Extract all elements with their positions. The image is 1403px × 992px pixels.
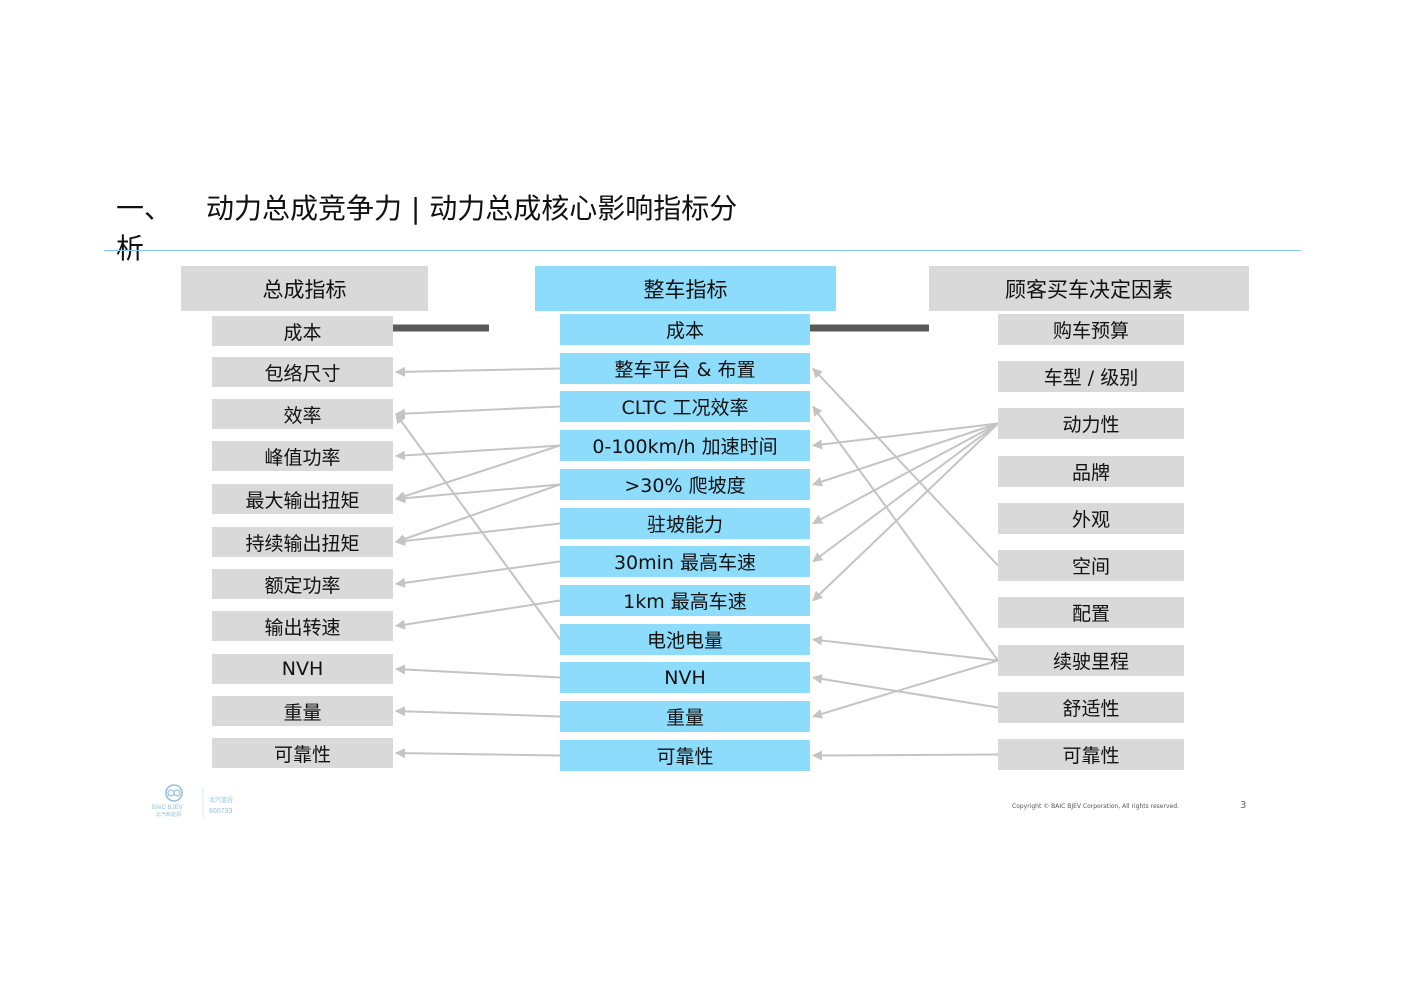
customer-factor-item: 续驶里程 [998, 645, 1184, 676]
svg-text:北汽新能源: 北汽新能源 [156, 811, 181, 818]
customer-factor-item: 配置 [998, 597, 1184, 628]
vehicle-metric-item: 驻坡能力 [560, 508, 810, 539]
link-arrow-middle-to-left [395, 483, 561, 504]
link-arrow-right-to-middle [812, 422, 999, 525]
left-metric-item: 成本 [212, 316, 393, 346]
customer-factor-item: 空间 [998, 550, 1184, 581]
link-arrow-middle-to-left [395, 522, 561, 546]
left-metric-item: 持续输出扭矩 [212, 527, 393, 557]
vehicle-metric-item: 重量 [560, 701, 810, 732]
link-arrow-middle-to-left [395, 560, 561, 588]
link-arrow-middle-to-left [395, 748, 561, 759]
left-metric-item: 包络尺寸 [212, 357, 393, 387]
link-arrow-right-to-middle [812, 422, 999, 487]
link-arrow-middle-to-left [395, 366, 561, 377]
left-column-header: 总成指标 [181, 266, 428, 311]
link-arrow-right-to-middle [812, 659, 999, 719]
link-arrow-middle-to-left [395, 483, 561, 544]
link-arrow-right-to-middle [812, 635, 999, 662]
svg-text:BAIC BJEV: BAIC BJEV [152, 805, 183, 811]
vehicle-metric-item: 成本 [560, 314, 810, 345]
link-arrow-middle-to-left [395, 706, 561, 718]
link-arrow-right-to-middle [812, 422, 999, 563]
left-metric-item: 输出转速 [212, 611, 393, 641]
customer-factor-item: 外观 [998, 503, 1184, 534]
link-arrow-middle-to-left [395, 664, 561, 679]
title-continuation: 析 [116, 232, 145, 265]
vehicle-metric-item: 整车平台 & 布置 [560, 353, 810, 384]
link-arrow-middle-to-left [395, 444, 561, 501]
middle-column-header: 整车指标 [535, 266, 836, 311]
vehicle-metric-item: 1km 最高车速 [560, 585, 810, 616]
right-column-header: 顾客买车决定因素 [929, 266, 1249, 311]
link-arrow-right-to-middle [812, 750, 999, 761]
customer-factor-item: 购车预算 [998, 314, 1184, 345]
customer-factor-item: 品牌 [998, 456, 1184, 487]
left-metric-item: NVH [212, 654, 393, 684]
left-metric-item: 重量 [212, 696, 393, 726]
company-logo: BAIC BJEV 北汽新能源 北汽蓝谷 600733 [148, 782, 248, 822]
link-arrow-middle-to-left [395, 599, 561, 630]
customer-factor-item: 车型 / 级别 [998, 361, 1184, 392]
link-arrow-middle-to-left [395, 413, 561, 641]
link-arrow-right-to-middle [812, 674, 999, 709]
page-number: 3 [1240, 800, 1247, 811]
vehicle-metric-item: 可靠性 [560, 740, 810, 771]
link-arrow-middle-to-left [395, 444, 561, 461]
left-metric-item: 最大输出扭矩 [212, 484, 393, 514]
vehicle-metric-item: 0-100km/h 加速时间 [560, 430, 810, 461]
copyright-text: Copyright © BAIC BJEV Corporation, All r… [1012, 803, 1179, 810]
link-arrow-right-to-middle [812, 367, 999, 567]
left-metric-item: 可靠性 [212, 738, 393, 768]
vehicle-metric-item: >30% 爬坡度 [560, 469, 810, 500]
link-arrow-right-to-middle [812, 422, 999, 602]
svg-text:北汽蓝谷: 北汽蓝谷 [209, 796, 233, 804]
left-metric-item: 峰值功率 [212, 441, 393, 471]
vehicle-metric-item: CLTC 工况效率 [560, 391, 810, 422]
vehicle-metric-item: 30min 最高车速 [560, 546, 810, 577]
title-text: 动力总成竞争力 | 动力总成核心影响指标分 [206, 192, 738, 225]
customer-factor-item: 舒适性 [998, 692, 1184, 723]
link-arrow-right-to-middle [812, 422, 999, 450]
link-arrow-middle-to-left [395, 405, 561, 419]
left-metric-item: 额定功率 [212, 569, 393, 599]
link-arrow-right-to-middle [812, 405, 999, 662]
vehicle-metric-item: 电池电量 [560, 624, 810, 655]
page-title: 一、动力总成竞争力 | 动力总成核心影响指标分 [116, 190, 737, 228]
section-number: 一、 [116, 192, 173, 225]
left-metric-item: 效率 [212, 399, 393, 429]
title-rule [104, 250, 1301, 251]
svg-text:600733: 600733 [209, 808, 232, 815]
customer-factor-item: 动力性 [998, 408, 1184, 439]
customer-factor-item: 可靠性 [998, 739, 1184, 770]
vehicle-metric-item: NVH [560, 662, 810, 693]
